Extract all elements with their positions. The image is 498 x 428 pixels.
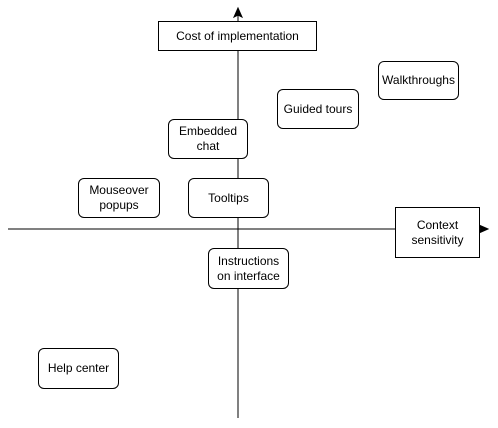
item-help-center: Help center [38,348,119,389]
item-instructions-on-interface: Instructions on interface [208,248,289,289]
x-axis-arrowhead [477,223,490,235]
y-axis-arrowhead [232,6,244,19]
item-walkthroughs: Walkthroughs [378,61,459,100]
item-mouseover-popups: Mouseover popups [78,178,160,218]
y-axis-label: Cost of implementation [158,21,317,51]
item-tooltips: Tooltips [188,178,269,218]
item-guided-tours: Guided tours [277,89,359,129]
item-embedded-chat: Embedded chat [168,119,248,159]
x-axis-label: Context sensitivity [395,207,480,258]
